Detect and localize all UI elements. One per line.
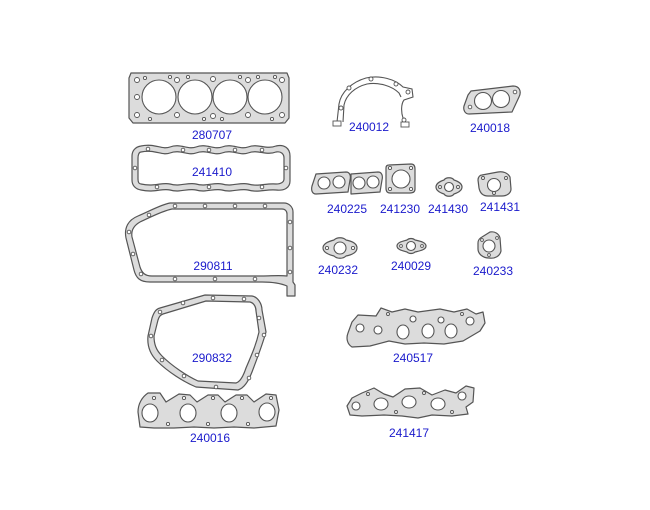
gasket-241230[interactable] <box>385 163 416 194</box>
gasket-240029[interactable] <box>396 237 427 255</box>
gasket-280707[interactable] <box>128 72 290 124</box>
label-241230: 241230 <box>380 202 420 216</box>
label-240016: 240016 <box>190 431 230 445</box>
gasket-240517[interactable] <box>346 307 486 348</box>
label-240029: 240029 <box>391 259 431 273</box>
label-240018: 240018 <box>470 121 510 135</box>
label-240012: 240012 <box>349 120 389 134</box>
label-240233: 240233 <box>473 264 513 278</box>
label-290811: 290811 <box>193 259 232 273</box>
label-240225: 240225 <box>327 202 367 216</box>
label-241430: 241430 <box>428 202 468 216</box>
label-280707: 280707 <box>192 128 232 142</box>
gasket-241410[interactable] <box>131 144 291 192</box>
gasket-290832[interactable] <box>147 294 267 391</box>
gasket-241431[interactable] <box>477 171 512 197</box>
label-241417: 241417 <box>389 426 429 440</box>
label-290832: 290832 <box>192 351 232 365</box>
label-240232: 240232 <box>318 263 358 277</box>
label-240517: 240517 <box>393 351 433 365</box>
label-241431: 241431 <box>480 200 520 214</box>
gasket-240225[interactable] <box>311 171 383 195</box>
gasket-240232[interactable] <box>322 237 358 259</box>
label-241410: 241410 <box>192 165 232 179</box>
gasket-240018[interactable] <box>463 85 521 115</box>
gasket-241417[interactable] <box>346 385 475 419</box>
gasket-241430[interactable] <box>435 177 463 197</box>
gasket-240233[interactable] <box>477 231 502 259</box>
gasket-240016[interactable] <box>137 392 280 429</box>
gasket-240012[interactable] <box>332 76 414 128</box>
gasket-290811[interactable] <box>124 202 296 297</box>
